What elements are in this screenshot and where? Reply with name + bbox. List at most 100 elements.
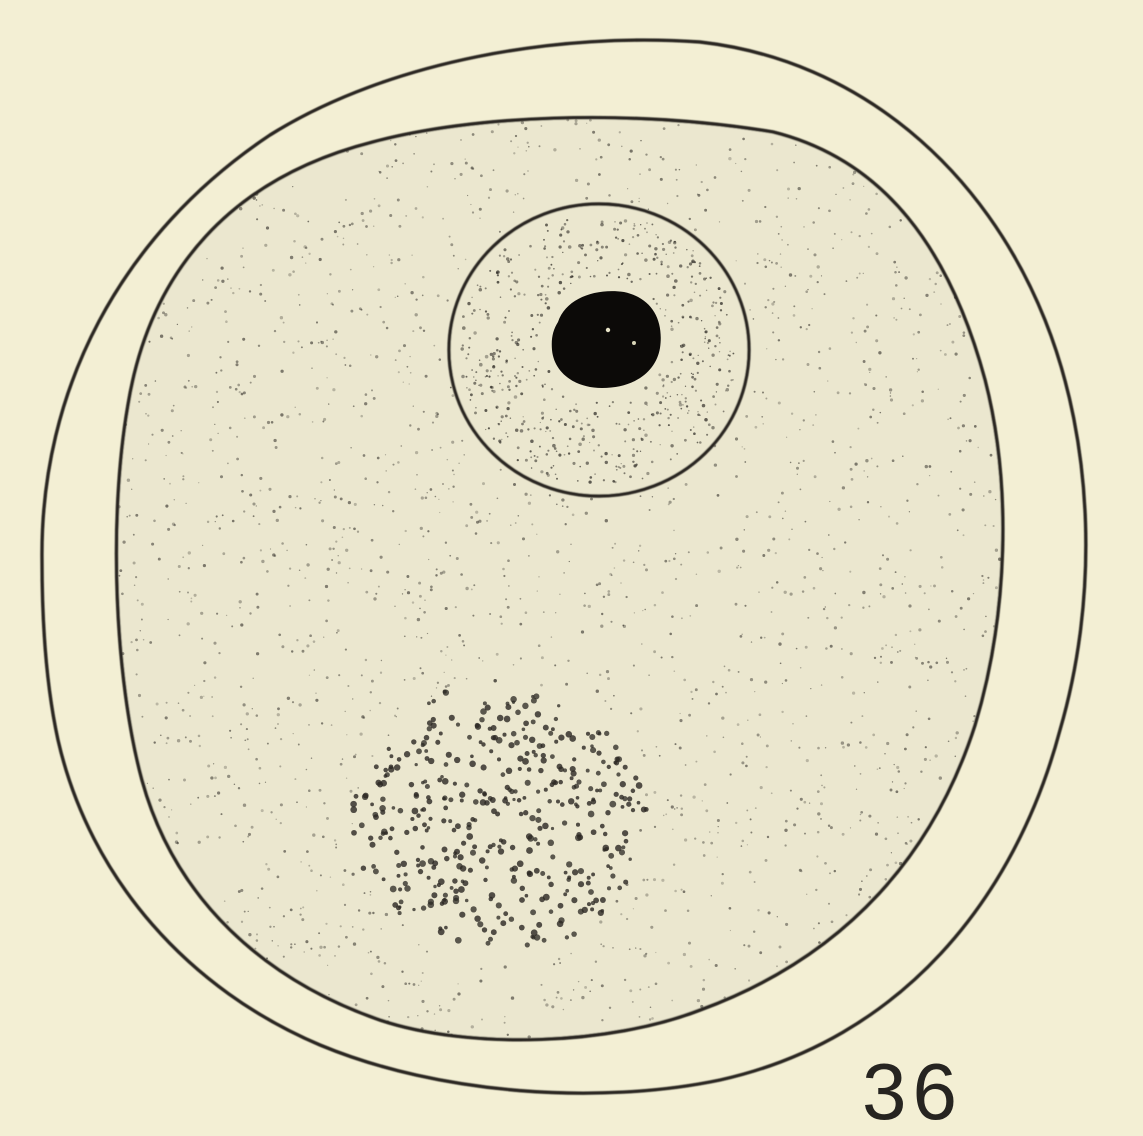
stipple-dot	[480, 799, 487, 806]
stipple-dot	[852, 317, 854, 319]
stipple-dot	[680, 408, 682, 410]
stipple-dot	[525, 459, 528, 462]
stipple-dot	[753, 930, 755, 932]
stipple-dot	[453, 895, 459, 901]
stipple-dot	[439, 1005, 440, 1006]
stipple-dot	[220, 266, 223, 269]
stipple-dot	[902, 456, 903, 457]
stipple-dot	[467, 302, 470, 305]
stipple-dot	[682, 351, 684, 353]
stipple-dot	[802, 590, 804, 592]
stipple-dot	[852, 954, 854, 956]
stipple-dot	[305, 940, 308, 943]
stipple-dot	[111, 122, 114, 125]
stipple-dot	[381, 660, 382, 661]
stipple-dot	[673, 557, 676, 560]
stipple-dot	[808, 1023, 810, 1025]
stipple-dot	[112, 316, 115, 319]
stipple-dot	[868, 605, 870, 607]
stipple-dot	[443, 690, 447, 694]
stipple-dot	[679, 403, 683, 407]
stipple-dot	[656, 303, 658, 305]
stipple-dot	[742, 446, 743, 447]
stipple-dot	[448, 488, 450, 490]
stipple-dot	[570, 999, 572, 1001]
stipple-dot	[691, 376, 694, 379]
stipple-dot	[375, 355, 378, 358]
stipple-dot	[918, 369, 920, 371]
stipple-dot	[863, 470, 865, 472]
stipple-dot	[141, 603, 144, 606]
stipple-dot	[576, 419, 579, 422]
stipple-dot	[492, 365, 495, 368]
stipple-dot	[635, 897, 638, 900]
stipple-dot	[904, 298, 905, 299]
stipple-dot	[162, 211, 165, 214]
stipple-dot	[550, 854, 555, 859]
stipple-dot	[650, 110, 652, 112]
stipple-dot	[543, 999, 546, 1002]
stipple-dot	[465, 259, 467, 261]
stipple-dot	[982, 635, 985, 638]
stipple-dot	[741, 761, 744, 764]
stipple-dot	[784, 829, 787, 832]
stipple-dot	[669, 501, 672, 504]
stipple-dot	[248, 911, 249, 912]
stipple-dot	[241, 980, 244, 983]
stipple-dot	[530, 909, 536, 915]
stipple-dot	[358, 909, 360, 911]
stipple-dot	[727, 358, 729, 360]
stipple-dot	[206, 258, 207, 259]
stipple-dot	[411, 254, 412, 255]
stipple-dot	[758, 591, 760, 593]
stipple-dot	[380, 306, 382, 308]
stipple-dot	[816, 552, 819, 555]
stipple-dot	[545, 302, 547, 304]
stipple-dot	[756, 511, 758, 513]
stipple-dot	[505, 361, 508, 364]
stipple-dot	[129, 1021, 131, 1023]
stipple-dot	[327, 568, 330, 571]
stipple-dot	[609, 801, 616, 808]
stipple-dot	[639, 829, 642, 832]
stipple-dot	[534, 427, 536, 429]
stipple-dot	[340, 763, 343, 766]
stipple-dot	[891, 587, 894, 590]
stipple-dot	[572, 462, 575, 465]
stipple-dot	[689, 262, 692, 265]
stipple-dot	[507, 401, 510, 404]
stipple-dot	[610, 873, 615, 878]
stipple-dot	[1001, 376, 1002, 377]
stipple-dot	[462, 640, 465, 643]
stipple-dot	[338, 945, 340, 947]
stipple-dot	[334, 230, 337, 233]
stipple-dot	[962, 784, 964, 786]
stipple-dot	[614, 792, 619, 797]
stipple-dot	[639, 989, 641, 991]
stipple-dot	[818, 922, 820, 924]
stipple-dot	[438, 926, 442, 930]
stipple-dot	[136, 237, 138, 239]
stipple-dot	[470, 516, 473, 519]
stipple-dot	[515, 710, 521, 716]
stipple-dot	[523, 735, 528, 740]
stipple-dot	[513, 664, 515, 666]
stipple-dot	[823, 786, 825, 788]
stipple-dot	[995, 992, 997, 994]
stipple-dot	[530, 494, 532, 496]
stipple-dot	[468, 868, 473, 873]
stipple-dot	[912, 726, 914, 728]
stipple-dot	[817, 265, 820, 268]
stipple-dot	[343, 357, 345, 359]
stipple-dot	[143, 271, 146, 274]
stipple-dot	[229, 205, 232, 208]
stipple-dot	[543, 611, 545, 613]
stipple-dot	[259, 1026, 261, 1028]
stipple-dot	[876, 252, 879, 255]
stipple-dot	[852, 691, 855, 694]
stipple-dot	[534, 459, 537, 462]
stipple-dot	[505, 785, 510, 790]
stipple-dot	[473, 376, 474, 377]
stipple-dot	[912, 404, 914, 406]
stipple-dot	[859, 888, 862, 891]
